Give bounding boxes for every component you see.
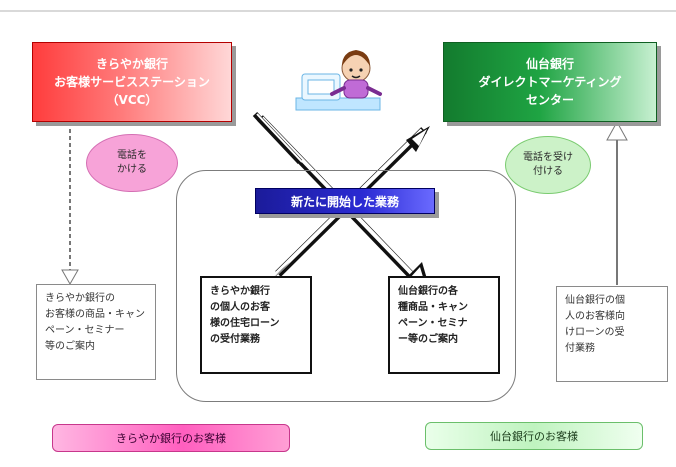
kirayaka-customers-label: きらやか銀行のお客様	[52, 424, 290, 452]
center-right-line2: 種商品・キャン	[398, 302, 468, 313]
left-side-line1: きらやか銀行の	[45, 293, 115, 304]
center-left-line2: の個人のお客	[210, 302, 270, 313]
right-side-line1: 仙台銀行の個	[565, 295, 625, 306]
new-business-label-text: 新たに開始した業務	[290, 194, 399, 209]
new-business-frame	[176, 170, 516, 402]
operator-at-computer-icon	[286, 28, 390, 130]
left-side-line2: お客様の商品・キャン	[45, 309, 145, 320]
green-header-line3: センター	[525, 93, 574, 107]
call-oval-line2: かける	[117, 164, 147, 175]
receive-oval-line2: 付ける	[533, 166, 563, 177]
center-right-line4: ー等のご案内	[398, 334, 458, 345]
center-right-box: 仙台銀行の各 種商品・キャン ペーン・セミナ ー等のご案内	[388, 276, 500, 374]
green-header-line1: 仙台銀行	[525, 57, 574, 71]
red-header-line1: きらやか銀行	[95, 57, 168, 71]
operator-illustration	[286, 28, 390, 130]
new-business-label: 新たに開始した業務	[255, 188, 435, 214]
kirayaka-customers-text: きらやか銀行のお客様	[116, 432, 226, 445]
right-side-line2: 人のお客様向	[565, 311, 625, 322]
receive-oval: 電話を受け 付ける	[505, 136, 591, 194]
center-right-line1: 仙台銀行の各	[398, 286, 458, 297]
sendai-customers-label: 仙台銀行のお客様	[425, 422, 643, 450]
left-down-arrow-head	[61, 269, 79, 286]
right-up-arrow-head	[606, 120, 628, 141]
center-left-line1: きらやか銀行	[210, 286, 270, 297]
kirayaka-header: きらやか銀行 お客様サービスステーション （VCC）	[32, 42, 232, 122]
top-divider	[0, 10, 676, 12]
green-header-line2: ダイレクトマーケティング	[478, 75, 622, 89]
call-oval: 電話を かける	[86, 134, 178, 192]
right-side-line4: 付業務	[565, 343, 595, 354]
left-side-box: きらやか銀行の お客様の商品・キャン ペーン・セミナー 等のご案内	[36, 284, 156, 380]
left-side-line4: 等のご案内	[45, 341, 95, 352]
center-left-box: きらやか銀行 の個人のお客 様の住宅ローン の受付業務	[200, 276, 312, 374]
center-right-line3: ペーン・セミナ	[398, 318, 468, 329]
center-left-line4: の受付業務	[210, 334, 260, 345]
sendai-header: 仙台銀行 ダイレクトマーケティング センター	[443, 42, 657, 122]
receive-oval-line1: 電話を受け	[523, 152, 573, 163]
center-left-line3: 様の住宅ローン	[210, 318, 280, 329]
left-side-line3: ペーン・セミナー	[45, 325, 125, 336]
call-oval-line1: 電話を	[117, 150, 147, 161]
red-header-line2: お客様サービスステーション	[54, 75, 210, 89]
sendai-customers-text: 仙台銀行のお客様	[490, 430, 578, 443]
right-side-line3: けローンの受	[565, 327, 625, 338]
small-arrow	[252, 111, 303, 165]
red-header-line3: （VCC）	[106, 93, 158, 107]
right-side-box: 仙台銀行の個 人のお客様向 けローンの受 付業務	[556, 286, 668, 382]
